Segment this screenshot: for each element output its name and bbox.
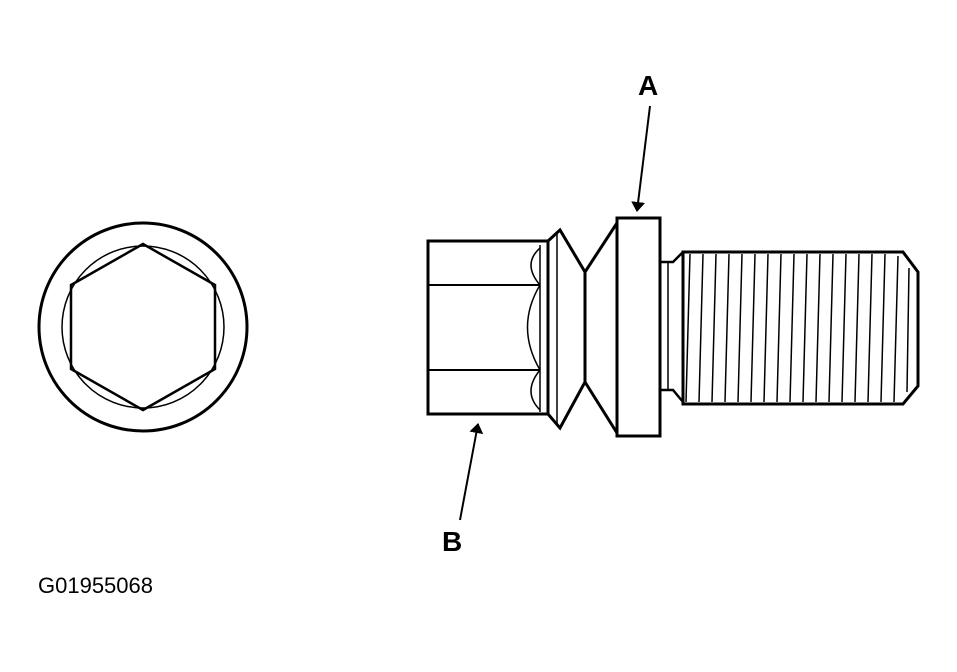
figure-id: G01955068 [38, 573, 153, 598]
bolt-neck [660, 251, 684, 403]
bolt-head-outer-circle [37, 221, 249, 433]
hex-socket [69, 242, 217, 412]
bolt-waist-profile [583, 222, 619, 434]
bolt-head-inner-circle [61, 245, 225, 409]
hex-chamfer-arc-top [530, 247, 541, 286]
bolt-head-hex [426, 239, 550, 416]
bolt-side-view [426, 216, 920, 438]
thread-lines [685, 253, 910, 403]
hex-chamfer-arc-middle [526, 284, 541, 371]
bolt-end-view [37, 221, 249, 433]
callout-arrow-b [459, 423, 484, 521]
threaded-shank-outline [681, 250, 920, 406]
bolt-washer-face [615, 216, 662, 438]
callout-arrow-a [631, 105, 651, 212]
hex-chamfer-arc-bottom [530, 369, 541, 411]
bolt-collar-profile [546, 227, 587, 431]
callout-label-b: B [442, 526, 463, 557]
callout-label-a: A [638, 70, 659, 101]
